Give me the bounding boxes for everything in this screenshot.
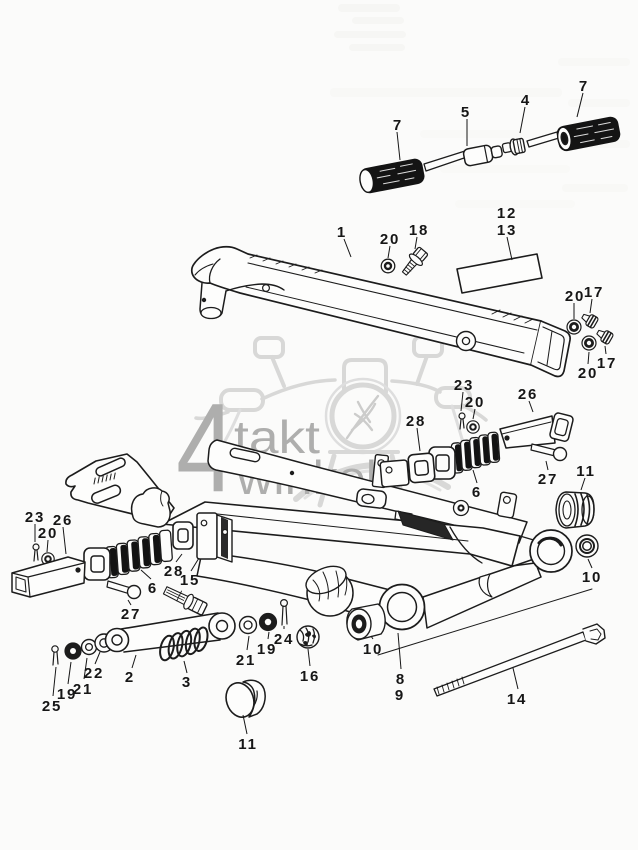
- svg-text:23: 23: [25, 509, 45, 526]
- svg-text:10: 10: [582, 569, 602, 586]
- svg-text:6: 6: [472, 484, 482, 501]
- svg-text:19: 19: [257, 641, 277, 658]
- svg-text:26: 26: [518, 386, 538, 403]
- svg-text:12: 12: [497, 205, 517, 222]
- svg-text:20: 20: [465, 394, 485, 411]
- svg-text:13: 13: [497, 222, 517, 239]
- svg-text:8: 8: [396, 671, 406, 688]
- svg-text:20: 20: [565, 288, 585, 305]
- svg-text:27: 27: [121, 606, 141, 623]
- svg-text:2: 2: [125, 669, 135, 686]
- svg-text:28: 28: [164, 563, 184, 580]
- svg-text:1: 1: [337, 224, 347, 241]
- svg-text:10: 10: [363, 641, 383, 658]
- svg-text:20: 20: [380, 231, 400, 248]
- svg-text:7: 7: [579, 78, 589, 95]
- svg-text:25: 25: [42, 698, 62, 715]
- svg-text:21: 21: [236, 652, 256, 669]
- svg-text:19: 19: [57, 686, 77, 703]
- svg-text:21: 21: [73, 681, 93, 698]
- svg-text:4: 4: [521, 92, 531, 109]
- svg-text:16: 16: [300, 668, 320, 685]
- svg-text:11: 11: [576, 463, 595, 480]
- svg-text:20: 20: [578, 365, 598, 382]
- svg-text:17: 17: [597, 355, 617, 372]
- svg-text:6: 6: [148, 580, 158, 597]
- svg-text:18: 18: [409, 222, 429, 239]
- svg-text:3: 3: [182, 674, 192, 691]
- svg-text:5: 5: [461, 104, 471, 121]
- svg-text:24: 24: [274, 631, 294, 648]
- svg-text:22: 22: [84, 665, 104, 682]
- svg-text:28: 28: [406, 413, 426, 430]
- svg-text:14: 14: [507, 691, 527, 708]
- svg-text:7: 7: [393, 117, 403, 134]
- svg-text:11: 11: [238, 736, 257, 753]
- svg-text:20: 20: [38, 525, 58, 542]
- svg-text:17: 17: [584, 284, 604, 301]
- svg-text:15: 15: [180, 572, 200, 589]
- svg-text:23: 23: [454, 377, 474, 394]
- svg-text:26: 26: [53, 512, 73, 529]
- svg-text:9: 9: [395, 687, 405, 704]
- svg-text:27: 27: [538, 471, 558, 488]
